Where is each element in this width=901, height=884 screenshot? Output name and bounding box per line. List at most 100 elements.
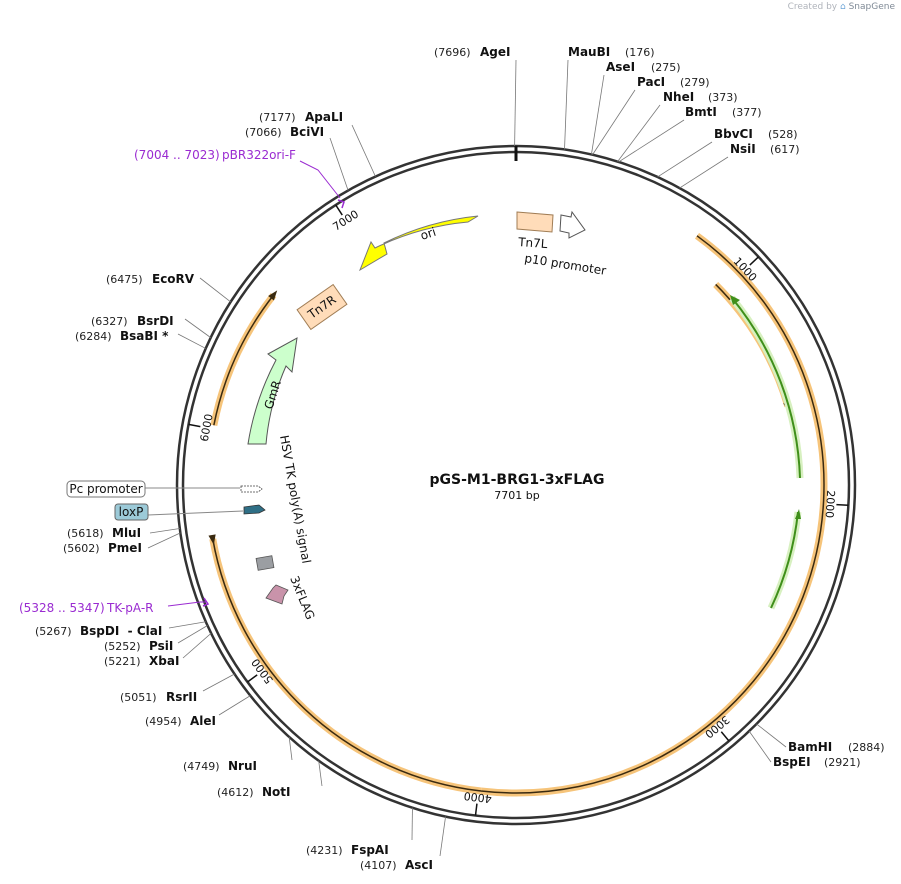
credit-text: Created by <box>787 2 838 12</box>
enzyme-name[interactable]: NheI <box>663 90 694 104</box>
enzyme-pos: (7177) <box>259 111 296 124</box>
enzyme-name[interactable]: PacI <box>637 75 665 89</box>
enzyme-name[interactable]: RsrII <box>166 690 197 704</box>
orf-halo <box>480 232 828 797</box>
enzyme-line <box>177 333 206 349</box>
green-track <box>729 295 804 610</box>
enzyme-line <box>202 673 235 692</box>
enzyme-name[interactable]: BciVI <box>290 125 324 139</box>
enzyme-name[interactable]: BspEI <box>773 755 811 769</box>
enzyme-name[interactable]: AleI <box>190 714 216 728</box>
loxp-label: loxP <box>119 505 144 519</box>
p10-label: p10 promoter <box>524 251 608 278</box>
enzyme-pos: (7696) <box>434 46 471 59</box>
enzyme-line <box>168 621 206 629</box>
enzyme-name[interactable]: ApaLI <box>305 110 343 124</box>
orf-arrowhead <box>208 534 216 545</box>
plasmid-name: pGS-M1-BRG1-3xFLAG <box>430 472 605 488</box>
enzyme-name[interactable]: AseI <box>606 60 635 74</box>
primer-name[interactable]: pBR322ori-F <box>222 148 296 162</box>
enzyme-name[interactable]: BmtI <box>685 105 717 119</box>
tick-mark <box>749 256 760 266</box>
enzyme-name[interactable]: NruI <box>228 759 257 773</box>
enzyme-pos: (4612) <box>217 786 254 799</box>
orf-arc[interactable] <box>480 235 825 794</box>
tick-label: 7000 <box>330 208 361 234</box>
enzyme-pos: (275) <box>651 61 681 74</box>
orf-arc[interactable] <box>213 294 275 426</box>
enzyme-line <box>657 141 713 178</box>
tn7r-feature[interactable]: Tn7R <box>296 283 348 331</box>
enzyme-line <box>288 736 293 761</box>
enzyme-line <box>564 59 569 150</box>
tn7l-feature[interactable]: Tn7L <box>516 211 554 251</box>
orf-arc[interactable] <box>212 538 482 792</box>
tn7l-label: Tn7L <box>517 235 548 251</box>
tick-mark <box>720 731 730 742</box>
enzyme-line <box>679 156 729 189</box>
enzyme-name[interactable]: NotI <box>262 785 291 799</box>
tick-mark <box>474 803 478 816</box>
enzyme-line <box>351 124 376 177</box>
tick-mark <box>188 423 201 428</box>
ori-feature[interactable]: ori <box>359 214 479 272</box>
enzyme-pos: (6327) <box>91 315 128 328</box>
enzyme-pos: (373) <box>708 91 738 104</box>
enzyme-pos: (5051) <box>120 691 157 704</box>
enzyme-pos: (5602) <box>63 542 100 555</box>
enzyme-line <box>748 730 772 763</box>
enzyme-name[interactable]: PsiI <box>149 639 173 653</box>
enzyme-name[interactable]: BbvCI <box>714 127 753 141</box>
enzyme-line <box>147 532 181 549</box>
snapgene-credit: Created by ⌂ SnapGene <box>788 2 895 12</box>
enzyme-line <box>439 816 446 857</box>
gmr-feature[interactable]: GmR <box>247 337 298 445</box>
enzyme-pos: (5252) <box>104 640 141 653</box>
snapgene-icon: ⌂ <box>840 2 846 12</box>
enzyme-name[interactable]: PmeI <box>108 541 142 555</box>
enzyme-name[interactable]: AgeI <box>480 45 510 59</box>
enzyme-line <box>149 528 180 534</box>
enzyme-pos: (5221) <box>104 655 141 668</box>
enzyme-name[interactable]: AscI <box>405 858 433 872</box>
loxp-mark[interactable]: loxP <box>114 503 266 521</box>
enzyme-pos: (5267) <box>35 625 72 638</box>
backbone <box>175 144 857 826</box>
tick-label: 2000 <box>823 490 838 519</box>
enzyme-line <box>199 277 231 303</box>
hsv-tk-feature[interactable]: HSV TK poly(A) signal <box>255 434 313 571</box>
tick-mark <box>836 503 849 507</box>
enzyme-name[interactable]: FspAI <box>351 843 389 857</box>
enzyme-name[interactable]: EcoRV <box>152 272 195 286</box>
enzyme-name[interactable]: BsaBI * <box>120 329 169 343</box>
enzyme-pos: (6475) <box>106 273 143 286</box>
enzyme-pos: (528) <box>768 128 798 141</box>
pc-promoter-mark[interactable]: Pc promoter <box>66 480 263 498</box>
enzyme-name[interactable]: BsrDI <box>137 314 174 328</box>
enzyme-pos: (176) <box>625 46 655 59</box>
enzyme-name[interactable]: XbaI <box>149 654 179 668</box>
enzyme-line <box>591 74 605 155</box>
ori-label: ori <box>419 225 438 243</box>
pc-promoter-label: Pc promoter <box>69 482 142 496</box>
enzyme-line <box>318 760 323 787</box>
enzyme-line <box>177 625 208 644</box>
orf-arc[interactable] <box>715 283 789 407</box>
enzyme-pos: (7066) <box>245 126 282 139</box>
enzyme-name[interactable]: BamHI <box>788 740 832 754</box>
enzyme-name[interactable]: MauBI <box>568 45 610 59</box>
primer-name[interactable]: TK-pA-R <box>106 601 154 615</box>
enzyme-lines <box>147 59 787 857</box>
enzyme-name[interactable]: MluI <box>112 526 141 540</box>
flag-feature[interactable]: 3xFLAG <box>265 574 317 622</box>
credit-brand: SnapGene <box>848 2 895 12</box>
enzyme-name[interactable]: NsiI <box>730 142 756 156</box>
enzyme-line <box>618 119 685 163</box>
enzyme-name[interactable]: BspDI - ClaI <box>80 624 162 638</box>
enzyme-pos: (5618) <box>67 527 104 540</box>
enzyme-line <box>184 318 211 338</box>
enzyme-pos: (279) <box>680 76 710 89</box>
enzyme-line <box>617 104 661 162</box>
enzyme-line <box>592 89 636 155</box>
